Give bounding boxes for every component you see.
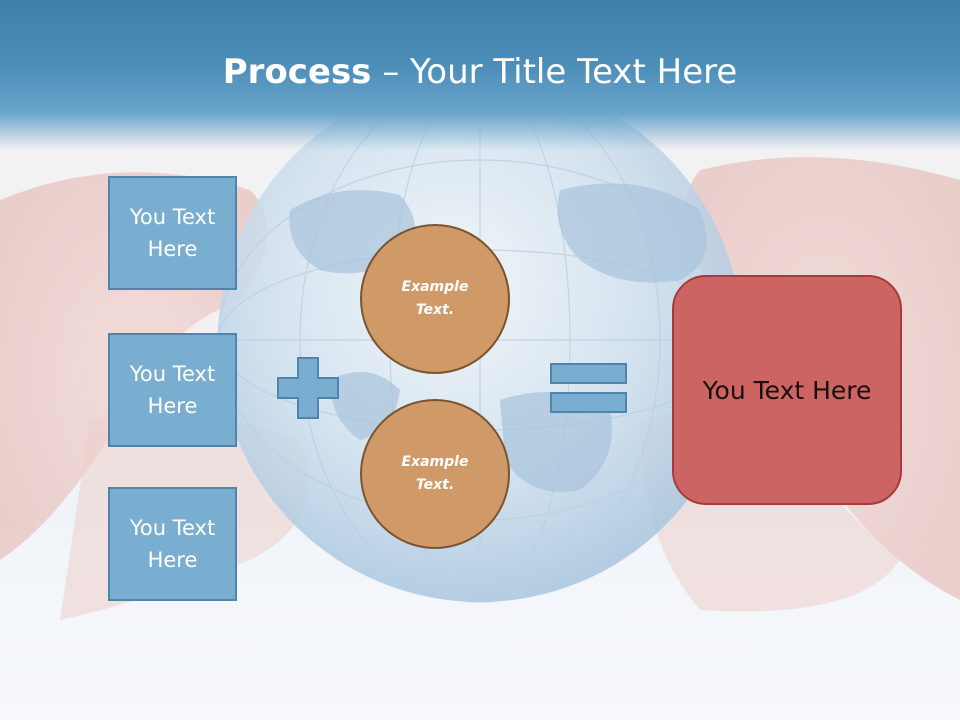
circle-label: Example Text. xyxy=(401,279,469,318)
title-banner xyxy=(0,0,960,150)
input-box-2: You Text Here xyxy=(108,333,237,447)
result-box: You Text Here xyxy=(672,275,902,505)
input-box-3: You Text Here xyxy=(108,487,237,601)
example-circle-2: Example Text. xyxy=(360,399,510,549)
plus-icon xyxy=(277,357,339,419)
page-title: Process – Your Title Text Here xyxy=(0,52,960,92)
input-box-label: You Text Here xyxy=(129,362,216,418)
result-label: You Text Here xyxy=(702,375,872,405)
example-circle-1: Example Text. xyxy=(360,224,510,374)
equals-bar-bottom xyxy=(550,392,627,413)
circle-label: Example Text. xyxy=(401,454,469,493)
title-rest: – Your Title Text Here xyxy=(371,52,738,92)
input-box-label: You Text Here xyxy=(129,516,216,572)
input-box-1: You Text Here xyxy=(108,176,237,290)
title-bold: Process xyxy=(222,52,372,92)
equals-bar-top xyxy=(550,363,627,384)
input-box-label: You Text Here xyxy=(129,205,216,261)
